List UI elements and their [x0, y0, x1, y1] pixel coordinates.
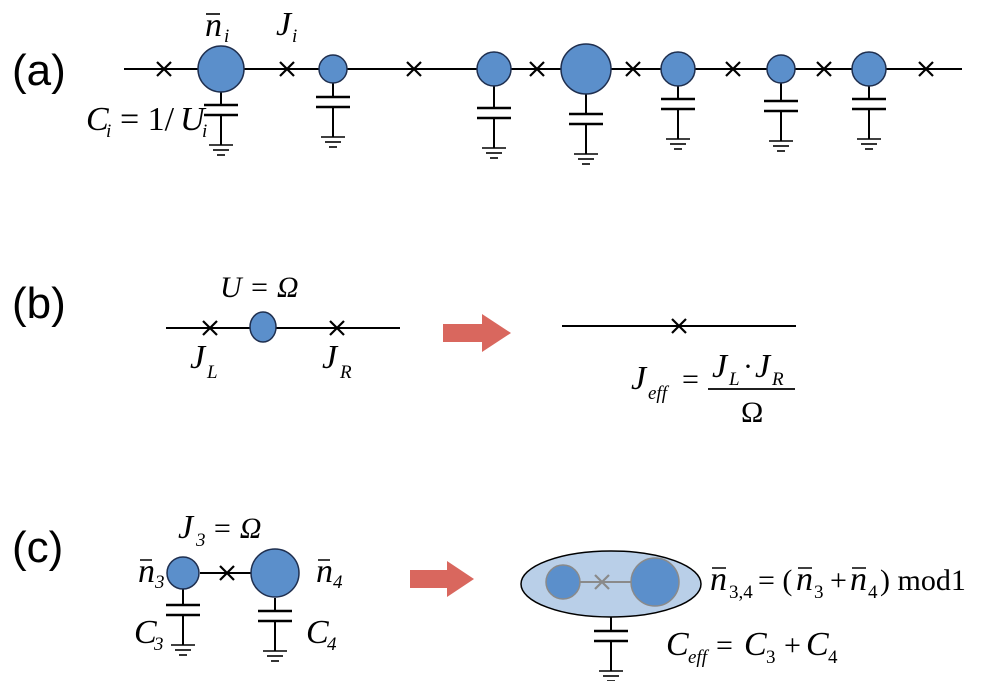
- svg-text:= 1/: = 1/: [120, 101, 175, 138]
- island-a-2: [318, 54, 348, 84]
- svg-text:J: J: [322, 339, 339, 376]
- svg-text:+: +: [830, 564, 847, 597]
- capacitor-c-eff: [592, 629, 630, 681]
- svg-text:n: n: [850, 561, 867, 598]
- label-n-i: n i: [205, 7, 229, 47]
- svg-text:J: J: [631, 360, 648, 397]
- svg-text:3: 3: [195, 530, 206, 551]
- island-a-1: [197, 45, 245, 93]
- label-n34-formula: n 3,4 = ( n 3 + n 4 ) mod1: [710, 561, 966, 603]
- cluster-island-4: [630, 557, 680, 607]
- svg-text:3: 3: [153, 634, 164, 655]
- island-a-5: [660, 51, 696, 87]
- cluster-junction-b: [594, 574, 610, 590]
- svg-text:L: L: [728, 369, 740, 390]
- island-a-6: [766, 54, 796, 84]
- svg-text:C: C: [86, 101, 109, 138]
- svg-text:i: i: [224, 26, 229, 47]
- svg-text:·: ·: [743, 350, 753, 383]
- label-j-i: J i: [276, 6, 297, 47]
- label-j-l: J L: [190, 339, 218, 383]
- node-connectors-a: [220, 83, 870, 114]
- svg-text:L: L: [206, 362, 218, 383]
- svg-text:4: 4: [868, 582, 878, 603]
- svg-text:C: C: [744, 626, 767, 663]
- svg-text:eff: eff: [688, 647, 710, 668]
- svg-text:J: J: [276, 6, 293, 43]
- capacitor-a-5: [659, 97, 697, 151]
- capacitor-a-4: [567, 112, 605, 166]
- svg-text:n: n: [710, 561, 727, 598]
- svg-text:=: =: [716, 629, 733, 662]
- svg-text:J: J: [190, 339, 207, 376]
- svg-text:3: 3: [154, 572, 165, 593]
- svg-text:C: C: [666, 626, 689, 663]
- svg-text:= Ω: = Ω: [212, 512, 261, 545]
- svg-text:n: n: [138, 553, 155, 590]
- svg-text:Ω: Ω: [741, 396, 763, 429]
- svg-text:i: i: [292, 26, 297, 47]
- label-j-r: J R: [322, 339, 352, 383]
- svg-text:n: n: [316, 553, 333, 590]
- capacitor-a-6: [762, 99, 800, 153]
- svg-text:J: J: [712, 348, 729, 385]
- label-ceff-formula: C eff = C 3 + C 4: [666, 626, 838, 668]
- islands-a: [197, 43, 887, 95]
- label-c3: C 3: [134, 614, 164, 655]
- label-n3: n 3: [138, 553, 165, 593]
- svg-text:eff: eff: [648, 383, 670, 404]
- capacitor-a-3: [475, 106, 513, 160]
- svg-text:3: 3: [766, 647, 776, 668]
- panel-b-label: (b): [12, 279, 66, 328]
- svg-text:4: 4: [828, 647, 838, 668]
- label-c-i-eq: C i = 1/ U i: [86, 101, 207, 142]
- svg-text:n: n: [205, 7, 222, 44]
- island-c-4: [250, 548, 300, 598]
- svg-text:J: J: [178, 509, 195, 546]
- panel-c: (c) J 3 = Ω n 3 n 4 C 3 C 4: [12, 509, 966, 681]
- capacitor-c-3: [164, 603, 202, 657]
- svg-text:R: R: [771, 369, 784, 390]
- panel-b: (b) U = Ω J L J R J eff = J L · J R Ω: [12, 271, 796, 429]
- svg-text:) mod1: ) mod1: [880, 564, 966, 597]
- svg-text:J: J: [755, 348, 772, 385]
- svg-text:C: C: [806, 626, 829, 663]
- cluster-island-3: [545, 564, 581, 600]
- label-j3-omega: J 3 = Ω: [178, 509, 261, 551]
- svg-text:= (: = (: [758, 564, 792, 597]
- svg-text:4: 4: [327, 634, 337, 655]
- label-n4: n 4: [316, 553, 343, 593]
- svg-text:C: C: [306, 614, 329, 651]
- svg-text:=: =: [682, 363, 699, 396]
- label-c4: C 4: [306, 614, 337, 655]
- island-a-3: [476, 51, 512, 87]
- panel-a-label: (a): [12, 46, 66, 95]
- svg-text:C: C: [134, 614, 157, 651]
- svg-text:n: n: [796, 561, 813, 598]
- capacitor-a-1: [202, 103, 240, 157]
- island-a-7: [851, 51, 887, 87]
- svg-text:3,4: 3,4: [729, 582, 753, 603]
- panel-a: (a): [12, 6, 962, 166]
- island-b: [249, 311, 277, 343]
- label-j-eff-formula: J eff = J L · J R Ω: [631, 348, 795, 429]
- arrow-c: [410, 561, 474, 597]
- svg-text:i: i: [106, 121, 111, 142]
- capacitor-c-4: [256, 609, 294, 663]
- svg-text:i: i: [202, 121, 207, 142]
- panel-c-label: (c): [12, 523, 63, 572]
- island-c-3: [166, 556, 200, 590]
- capacitor-a-7: [850, 97, 888, 151]
- label-u-omega: U = Ω: [220, 271, 299, 304]
- svg-text:4: 4: [333, 572, 343, 593]
- svg-text:R: R: [339, 362, 352, 383]
- svg-text:+: +: [784, 629, 801, 662]
- svg-text:3: 3: [814, 582, 824, 603]
- island-a-4: [560, 43, 612, 95]
- svg-text:U: U: [180, 101, 207, 138]
- arrow-b: [443, 314, 511, 352]
- capacitor-a-2: [314, 95, 352, 149]
